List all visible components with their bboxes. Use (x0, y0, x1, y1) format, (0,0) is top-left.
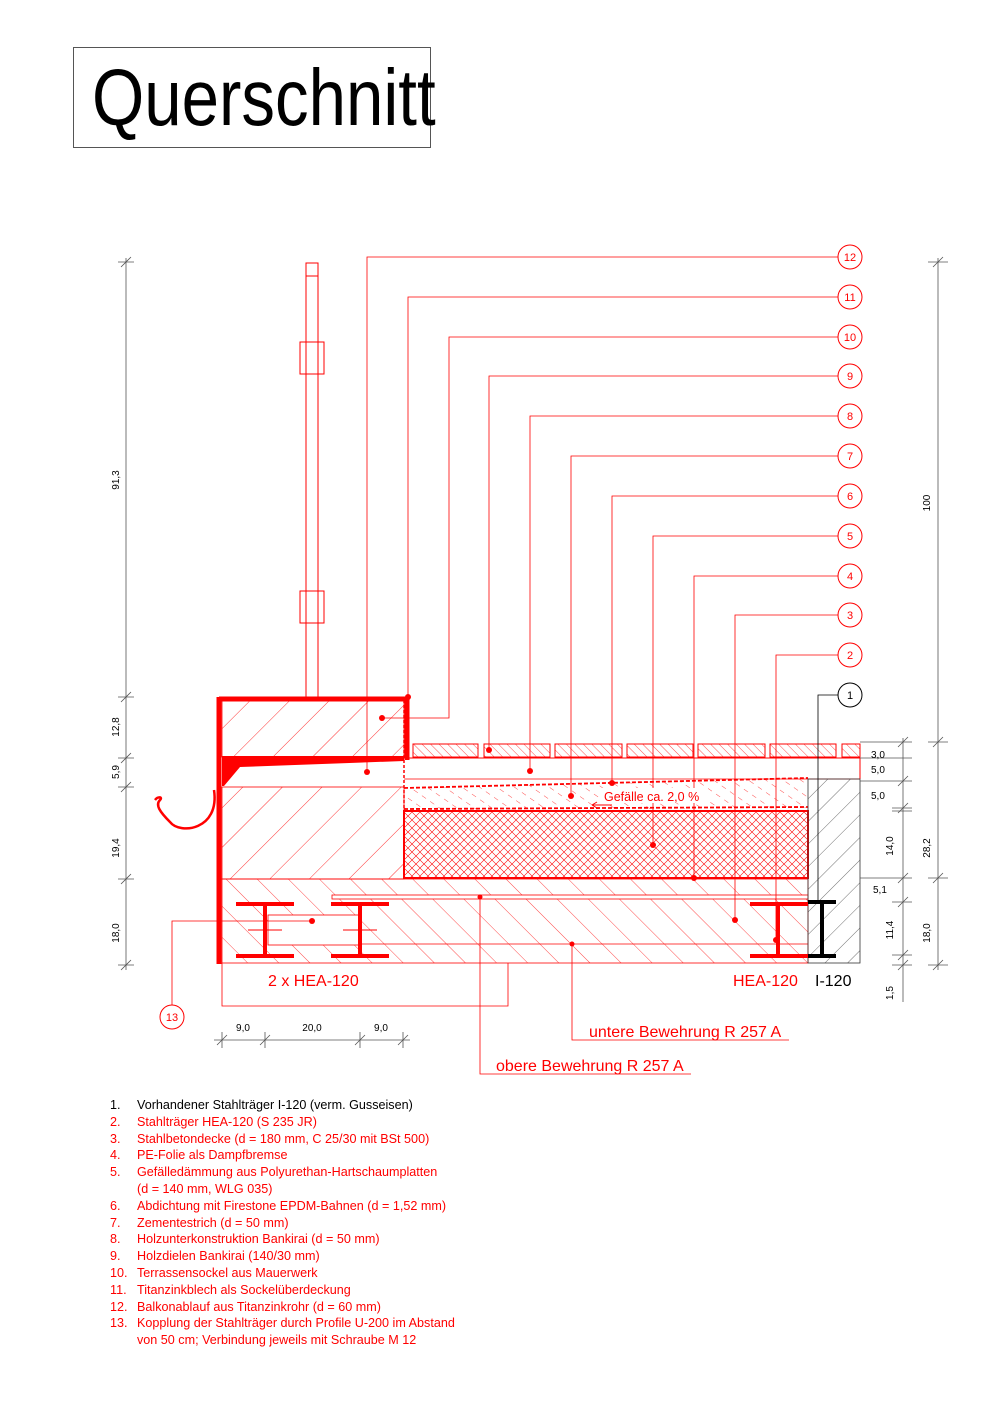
leader-dots (309, 694, 779, 947)
dim-left-4: 19,4 (111, 838, 122, 858)
svg-text:2: 2 (847, 650, 853, 662)
dim-right-3: 5,0 (871, 791, 885, 802)
label-existing-beam: I-120 (815, 973, 852, 990)
svg-text:8: 8 (847, 411, 853, 423)
svg-text:9: 9 (847, 371, 853, 383)
dim-outer-2: 28,2 (922, 838, 933, 858)
coping-flashing (222, 756, 404, 786)
callout-11: 11 (837, 284, 863, 310)
svg-text:4: 4 (847, 571, 853, 583)
legend-item: 5.Gefälledämmung aus Polyurethan-Hartsch… (110, 1165, 438, 1180)
callout-7: 7 (837, 443, 863, 469)
label-lower-rebar: untere Bewehrung R 257 A (589, 1024, 781, 1041)
hea-beam-right (750, 902, 808, 958)
dim-bottom-2: 20,0 (302, 1023, 322, 1034)
balcony-drain-pipe (154, 789, 216, 830)
dim-right-4: 14,0 (885, 836, 896, 856)
legend-item: 13.Kopplung der Stahlträger durch Profil… (110, 1316, 455, 1331)
dim-right-2: 5,0 (871, 765, 885, 776)
dimension-lines (118, 256, 948, 1048)
legend-item: 7.Zementestrich (d = 50 mm) (110, 1215, 289, 1230)
callout-1: 1 (837, 682, 863, 708)
svg-text:1: 1 (847, 690, 853, 702)
dimension-labels: 91,3 12,8 5,9 19,4 18,0 3,0 5,0 5,0 14,0… (111, 470, 933, 1034)
legend-item: 2.Stahlträger HEA-120 (S 235 JR) (110, 1114, 317, 1129)
callout-12: 12 (837, 244, 863, 270)
svg-text:6: 6 (847, 491, 853, 503)
svg-text:10: 10 (844, 332, 856, 344)
dim-bottom-1: 9,0 (236, 1023, 250, 1034)
svg-text:13: 13 (166, 1012, 178, 1024)
callout-6: 6 (837, 483, 863, 509)
callout-4: 4 (837, 563, 863, 589)
callout-10: 10 (837, 324, 863, 350)
label-double-beam: 2 x HEA-120 (268, 973, 359, 990)
insulation (403, 810, 809, 879)
dim-right-1: 3,0 (871, 750, 885, 761)
callout-8: 8 (837, 403, 863, 429)
legend: 1.Vorhandener Stahlträger I-120 (verm. G… (110, 1097, 455, 1349)
dim-left-1: 91,3 (111, 470, 122, 490)
dim-bottom-3: 9,0 (374, 1023, 388, 1034)
dim-outer-1: 100 (922, 494, 933, 511)
legend-item-continuation: von 50 cm; Verbindung jeweils mit Schrau… (137, 1333, 417, 1348)
deck-boards (412, 743, 861, 758)
legend-item: 8.Holzunterkonstruktion Bankirai (d = 50… (110, 1232, 380, 1247)
legend-item: 1.Vorhandener Stahlträger I-120 (verm. G… (110, 1098, 413, 1112)
callout-9: 9 (837, 363, 863, 389)
svg-text:11: 11 (844, 292, 855, 304)
callout-13: 13 (159, 1004, 185, 1030)
legend-item: 3.Stahlbetondecke (d = 180 mm, C 25/30 m… (110, 1131, 430, 1146)
page-title: Querschnitt (92, 53, 436, 142)
masonry-plinth (216, 696, 410, 964)
existing-wall (807, 778, 861, 964)
dim-outer-3: 18,0 (922, 923, 933, 943)
svg-text:5: 5 (847, 531, 853, 543)
legend-item: 10.Terrassensockel aus Mauerwerk (110, 1265, 318, 1280)
legend-item: 12.Balkonablauf aus Titanzinkrohr (d = 6… (110, 1299, 381, 1314)
dim-left-5: 18,0 (111, 923, 122, 943)
svg-text:12: 12 (844, 252, 856, 264)
dim-right-5: 5,1 (873, 885, 887, 896)
dim-right-7: 1,5 (885, 986, 896, 1000)
upper-rebar (331, 894, 809, 900)
svg-text:3: 3 (847, 610, 853, 622)
railing-post (299, 262, 325, 698)
legend-item: 9.Holzdielen Bankirai (140/30 mm) (110, 1249, 320, 1264)
dim-left-2: 12,8 (111, 717, 122, 737)
label-upper-rebar: obere Bewehrung R 257 A (496, 1058, 684, 1075)
label-slope: Gefälle ca. 2,0 % (604, 790, 699, 804)
svg-text:7: 7 (847, 451, 853, 463)
callout-leaders (171, 256, 838, 1075)
legend-item: 6.Abdichtung mit Firestone EPDM-Bahnen (… (110, 1198, 447, 1213)
legend-item: 4.PE-Folie als Dampfbremse (110, 1148, 288, 1163)
label-beam: HEA-120 (733, 973, 798, 990)
callout-3: 3 (837, 602, 863, 628)
dim-right-6: 11,4 (885, 920, 896, 939)
legend-item: 11.Titanzinkblech als Sockelüberdeckung (110, 1282, 351, 1297)
callout-5: 5 (837, 523, 863, 549)
title-box: Querschnitt (73, 47, 436, 148)
dim-left-3: 5,9 (111, 765, 122, 779)
callout-2: 2 (837, 642, 863, 668)
slope-arrow-icon (591, 801, 612, 809)
legend-item-continuation: (d = 140 mm, WLG 035) (137, 1181, 273, 1196)
existing-i-beam (808, 900, 836, 958)
